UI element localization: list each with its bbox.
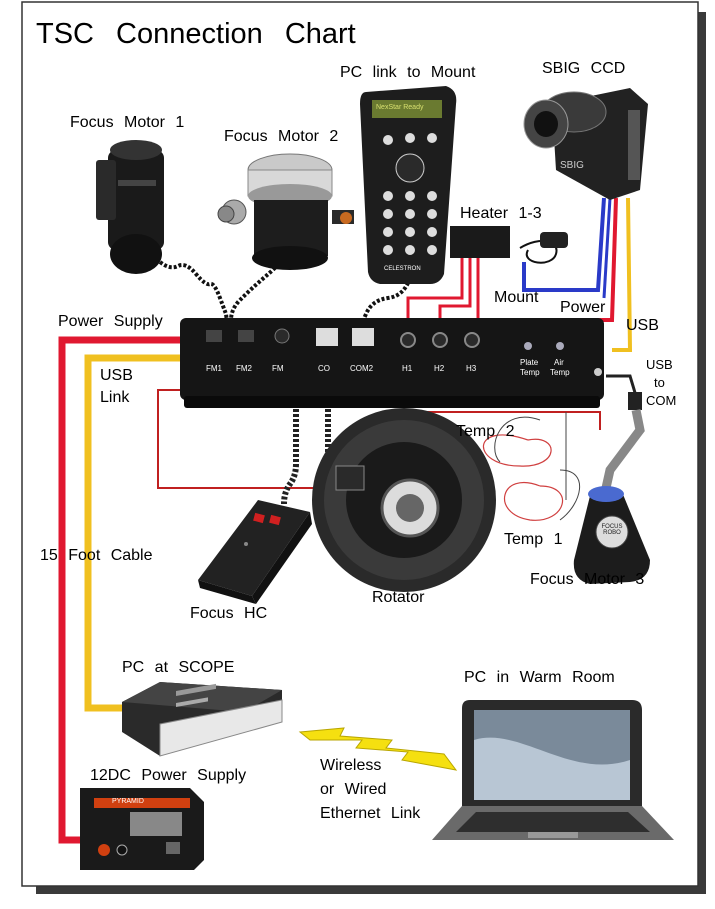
focus-robo-text: FOCUS ROBO xyxy=(601,524,623,536)
heater-plug xyxy=(540,232,568,248)
label-ethernet-link: Ethernet Link xyxy=(320,805,421,822)
label-15-foot-cable: 15 Foot Cable xyxy=(40,547,153,564)
port-plate-temp xyxy=(524,342,532,350)
label-usb-to-com-1: USB xyxy=(646,357,673,372)
rotator-cable xyxy=(157,389,330,489)
port-label-com1: CO xyxy=(318,364,330,373)
label-or-wired: or Wired xyxy=(320,781,387,798)
label-usb-link-2: Link xyxy=(100,389,130,406)
port-fm1 xyxy=(206,330,222,342)
port-label-air-2: Temp xyxy=(550,368,570,377)
label-power: Power xyxy=(560,299,606,316)
sbig-ccd-device xyxy=(523,88,648,200)
label-usb: USB xyxy=(626,317,659,334)
port-label-fm2: FM2 xyxy=(236,364,252,373)
usb-to-com-cable xyxy=(606,374,638,397)
temp-1-probe xyxy=(503,481,564,521)
port-label-com2: COM2 xyxy=(350,364,374,373)
label-rotator: Rotator xyxy=(372,589,425,606)
laptop-device xyxy=(432,700,674,840)
port-label-plate-1: Plate xyxy=(520,358,539,367)
label-12dc-power-supply: 12DC Power Supply xyxy=(90,767,247,784)
label-sbig-ccd: SBIG CCD xyxy=(542,60,626,77)
port-h3 xyxy=(464,332,480,348)
label-pc-in-warm-room: PC in Warm Room xyxy=(464,669,615,686)
label-mount: Mount xyxy=(494,289,539,306)
port-fm2 xyxy=(238,330,254,342)
label-wireless: Wireless xyxy=(320,757,382,774)
hand-controller-brand: CELESTRON xyxy=(384,266,421,272)
port-com1 xyxy=(316,328,338,346)
hand-controller-device xyxy=(360,86,457,284)
lightning-bolt-icon xyxy=(298,727,458,771)
port-label-h2: H2 xyxy=(434,364,445,373)
heater-cable-1 xyxy=(406,258,464,330)
usb-com-adapter xyxy=(628,392,642,410)
label-pc-link-to-mount: PC link to Mount xyxy=(340,64,476,81)
port-com2 xyxy=(352,328,374,346)
port-label-fm3: FM xyxy=(272,364,284,373)
label-usb-to-com-2: to xyxy=(654,375,665,390)
port-label-fm1: FM1 xyxy=(206,364,222,373)
port-label-plate-2: Temp xyxy=(520,368,540,377)
ccd-mount-cable-2 xyxy=(602,197,612,299)
port-usb xyxy=(594,368,602,376)
label-usb-link-1: USB xyxy=(100,367,133,384)
temp-2-probe-b xyxy=(494,416,541,463)
port-h1 xyxy=(400,332,416,348)
port-air-temp xyxy=(556,342,564,350)
label-focus-motor-3: Focus Motor 3 xyxy=(530,571,645,588)
label-pc-at-scope: PC at SCOPE xyxy=(122,659,235,676)
port-label-h3: H3 xyxy=(466,364,477,373)
ccd-mount-cable xyxy=(522,197,606,292)
temp-lead-cable xyxy=(420,411,601,430)
usb-link-cable xyxy=(84,354,180,712)
port-h2 xyxy=(432,332,448,348)
port-label-air-1: Air xyxy=(554,358,564,367)
power-supply-device xyxy=(80,788,204,870)
label-focus-hc: Focus HC xyxy=(190,605,268,622)
rotator-device xyxy=(312,408,496,592)
ccd-usb-cable xyxy=(612,197,633,352)
heater-cord xyxy=(519,239,558,264)
focus-hc-cord xyxy=(281,344,299,505)
label-temp-1: Temp 1 xyxy=(504,531,563,548)
port-fm3 xyxy=(274,328,290,344)
label-focus-motor-2: Focus Motor 2 xyxy=(224,128,339,145)
hand-controller-screen-text: NexStar Ready xyxy=(376,104,424,111)
port-label-h1: H1 xyxy=(402,364,413,373)
label-power-supply: Power Supply xyxy=(58,313,163,330)
pc-at-scope-device xyxy=(122,682,283,757)
focus-hc-device xyxy=(198,500,312,604)
ribbon-cable xyxy=(601,409,645,489)
temp-2-probe xyxy=(482,434,552,467)
controller-base xyxy=(184,396,600,408)
temp-1-probe-b xyxy=(559,469,580,521)
label-temp-2: Temp 2 xyxy=(456,423,515,440)
label-usb-to-com-3: COM xyxy=(646,393,677,408)
ccd-brand-text: SBIG xyxy=(560,160,584,171)
focus-motor-1-device xyxy=(96,140,164,274)
psu-brand-text: PYRAMID xyxy=(112,798,144,805)
label-heater: Heater 1-3 xyxy=(460,205,542,222)
power-supply-cable xyxy=(58,336,180,844)
focus-motor-2-device xyxy=(217,153,354,270)
diagram-title: TSC Connection Chart xyxy=(36,18,356,50)
heater-device xyxy=(450,226,510,258)
label-focus-motor-1: Focus Motor 1 xyxy=(70,114,185,131)
focus-motor-3-device xyxy=(573,486,650,584)
